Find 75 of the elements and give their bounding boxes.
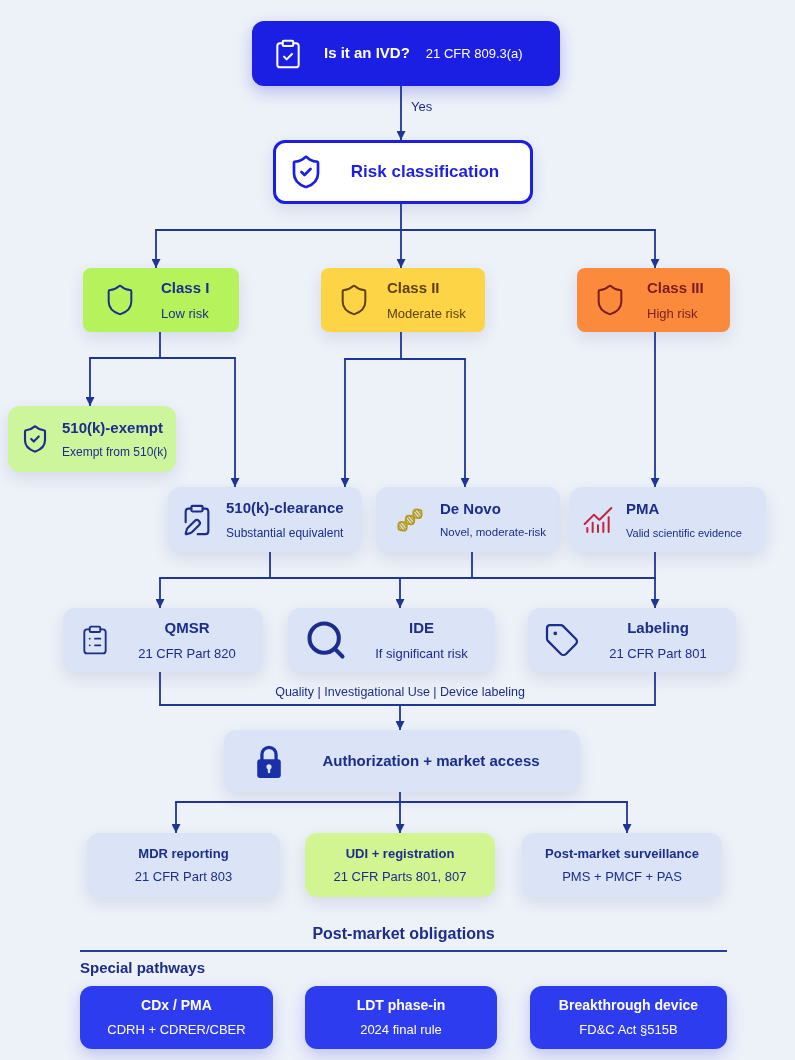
node-title: 510(k)-exempt xyxy=(62,417,164,438)
node-title: UDI + registration xyxy=(345,844,455,863)
node-subtitle: 21 CFR Part 801 xyxy=(609,644,707,663)
node-subtitle: High risk xyxy=(647,304,699,323)
node-subtitle: 21 CFR Part 820 xyxy=(138,644,236,663)
class-box xyxy=(577,268,730,332)
connector-arrow xyxy=(650,577,660,609)
connector-arrow xyxy=(155,577,165,609)
pathway-box xyxy=(530,986,727,1049)
connector-arrow xyxy=(650,229,660,269)
node-subtitle: If significant risk xyxy=(375,644,468,663)
node-title: Class I xyxy=(161,278,210,298)
question-box xyxy=(252,21,560,86)
connector-arrow xyxy=(395,704,405,731)
node-subtitle: PMS + PMCF + PAS xyxy=(562,868,682,886)
connector-arrow xyxy=(622,801,632,834)
edge-label: Yes xyxy=(411,99,433,115)
connector-arrow xyxy=(171,801,181,834)
process-box xyxy=(168,487,362,552)
node-title: QMSR xyxy=(164,618,210,638)
process-box xyxy=(570,487,766,552)
node-title: 510(k)-clearance xyxy=(226,498,344,519)
node-subtitle: Moderate risk xyxy=(387,304,466,323)
node-title: Breakthrough device xyxy=(558,996,699,1016)
process-box xyxy=(305,833,495,897)
process-box xyxy=(8,406,176,472)
node-subtitle: Substantial equivalent xyxy=(226,524,344,542)
node-subtitle: CDRH + CDRER/CBER xyxy=(107,1021,246,1040)
node-title: CDx / PMA xyxy=(141,996,212,1016)
process-box xyxy=(288,608,495,672)
process-box xyxy=(224,730,580,792)
connector-arrow xyxy=(230,357,240,488)
process-box xyxy=(522,833,722,897)
connector-arrow xyxy=(395,577,405,609)
node-title: LDT phase-in xyxy=(356,996,446,1016)
connector-arrow xyxy=(650,331,660,488)
class-box xyxy=(83,268,239,332)
node-title: IDE xyxy=(409,618,434,638)
process-box xyxy=(528,608,736,672)
edge-label: Quality | Investigational Use | Device labeling xyxy=(274,684,526,700)
node-title: Post-market surveillance xyxy=(545,844,699,863)
connector-arrow xyxy=(395,801,405,834)
connector-arrow xyxy=(340,358,350,488)
section-heading: Special pathways xyxy=(80,958,206,978)
node-title: De Novo xyxy=(440,498,502,519)
pathway-box xyxy=(80,986,273,1049)
connector-arrow xyxy=(396,229,406,269)
process-box xyxy=(376,487,560,552)
connector-arrow xyxy=(460,358,470,488)
process-box xyxy=(87,833,280,897)
node-subtitle: Low risk xyxy=(161,304,210,323)
node-subtitle: Exempt from 510(k) xyxy=(62,444,168,462)
connector-arrow xyxy=(151,229,161,269)
node-subtitle: FD&C Act §515B xyxy=(579,1021,678,1040)
node-title: Authorization + market access xyxy=(321,750,541,771)
class-box xyxy=(321,268,485,332)
node-subtitle: Valid scientific evidence xyxy=(626,525,742,541)
node-title: PMA xyxy=(626,499,661,519)
node-title: Is it an IVD? xyxy=(324,43,410,64)
node-title: Class III xyxy=(647,278,704,298)
connector-arrow xyxy=(85,357,95,407)
node-subtitle: 21 CFR Part 803 xyxy=(134,868,233,886)
node-subtitle: 21 CFR 809.3(a) xyxy=(425,44,523,63)
pathway-box xyxy=(305,986,497,1049)
node-subtitle: 2024 final rule xyxy=(360,1021,442,1040)
node-title: Risk classification xyxy=(349,161,501,184)
process-box xyxy=(63,608,263,672)
process-box xyxy=(273,140,533,204)
node-title: MDR reporting xyxy=(138,844,229,863)
connector-arrow xyxy=(396,85,406,141)
node-title: Labeling xyxy=(627,618,689,638)
node-title: Class II xyxy=(387,278,441,298)
node-subtitle: 21 CFR Parts 801, 807 xyxy=(333,868,467,886)
section-heading: Post-market obligations xyxy=(311,924,496,944)
node-subtitle: Novel, moderate-risk xyxy=(440,525,547,541)
